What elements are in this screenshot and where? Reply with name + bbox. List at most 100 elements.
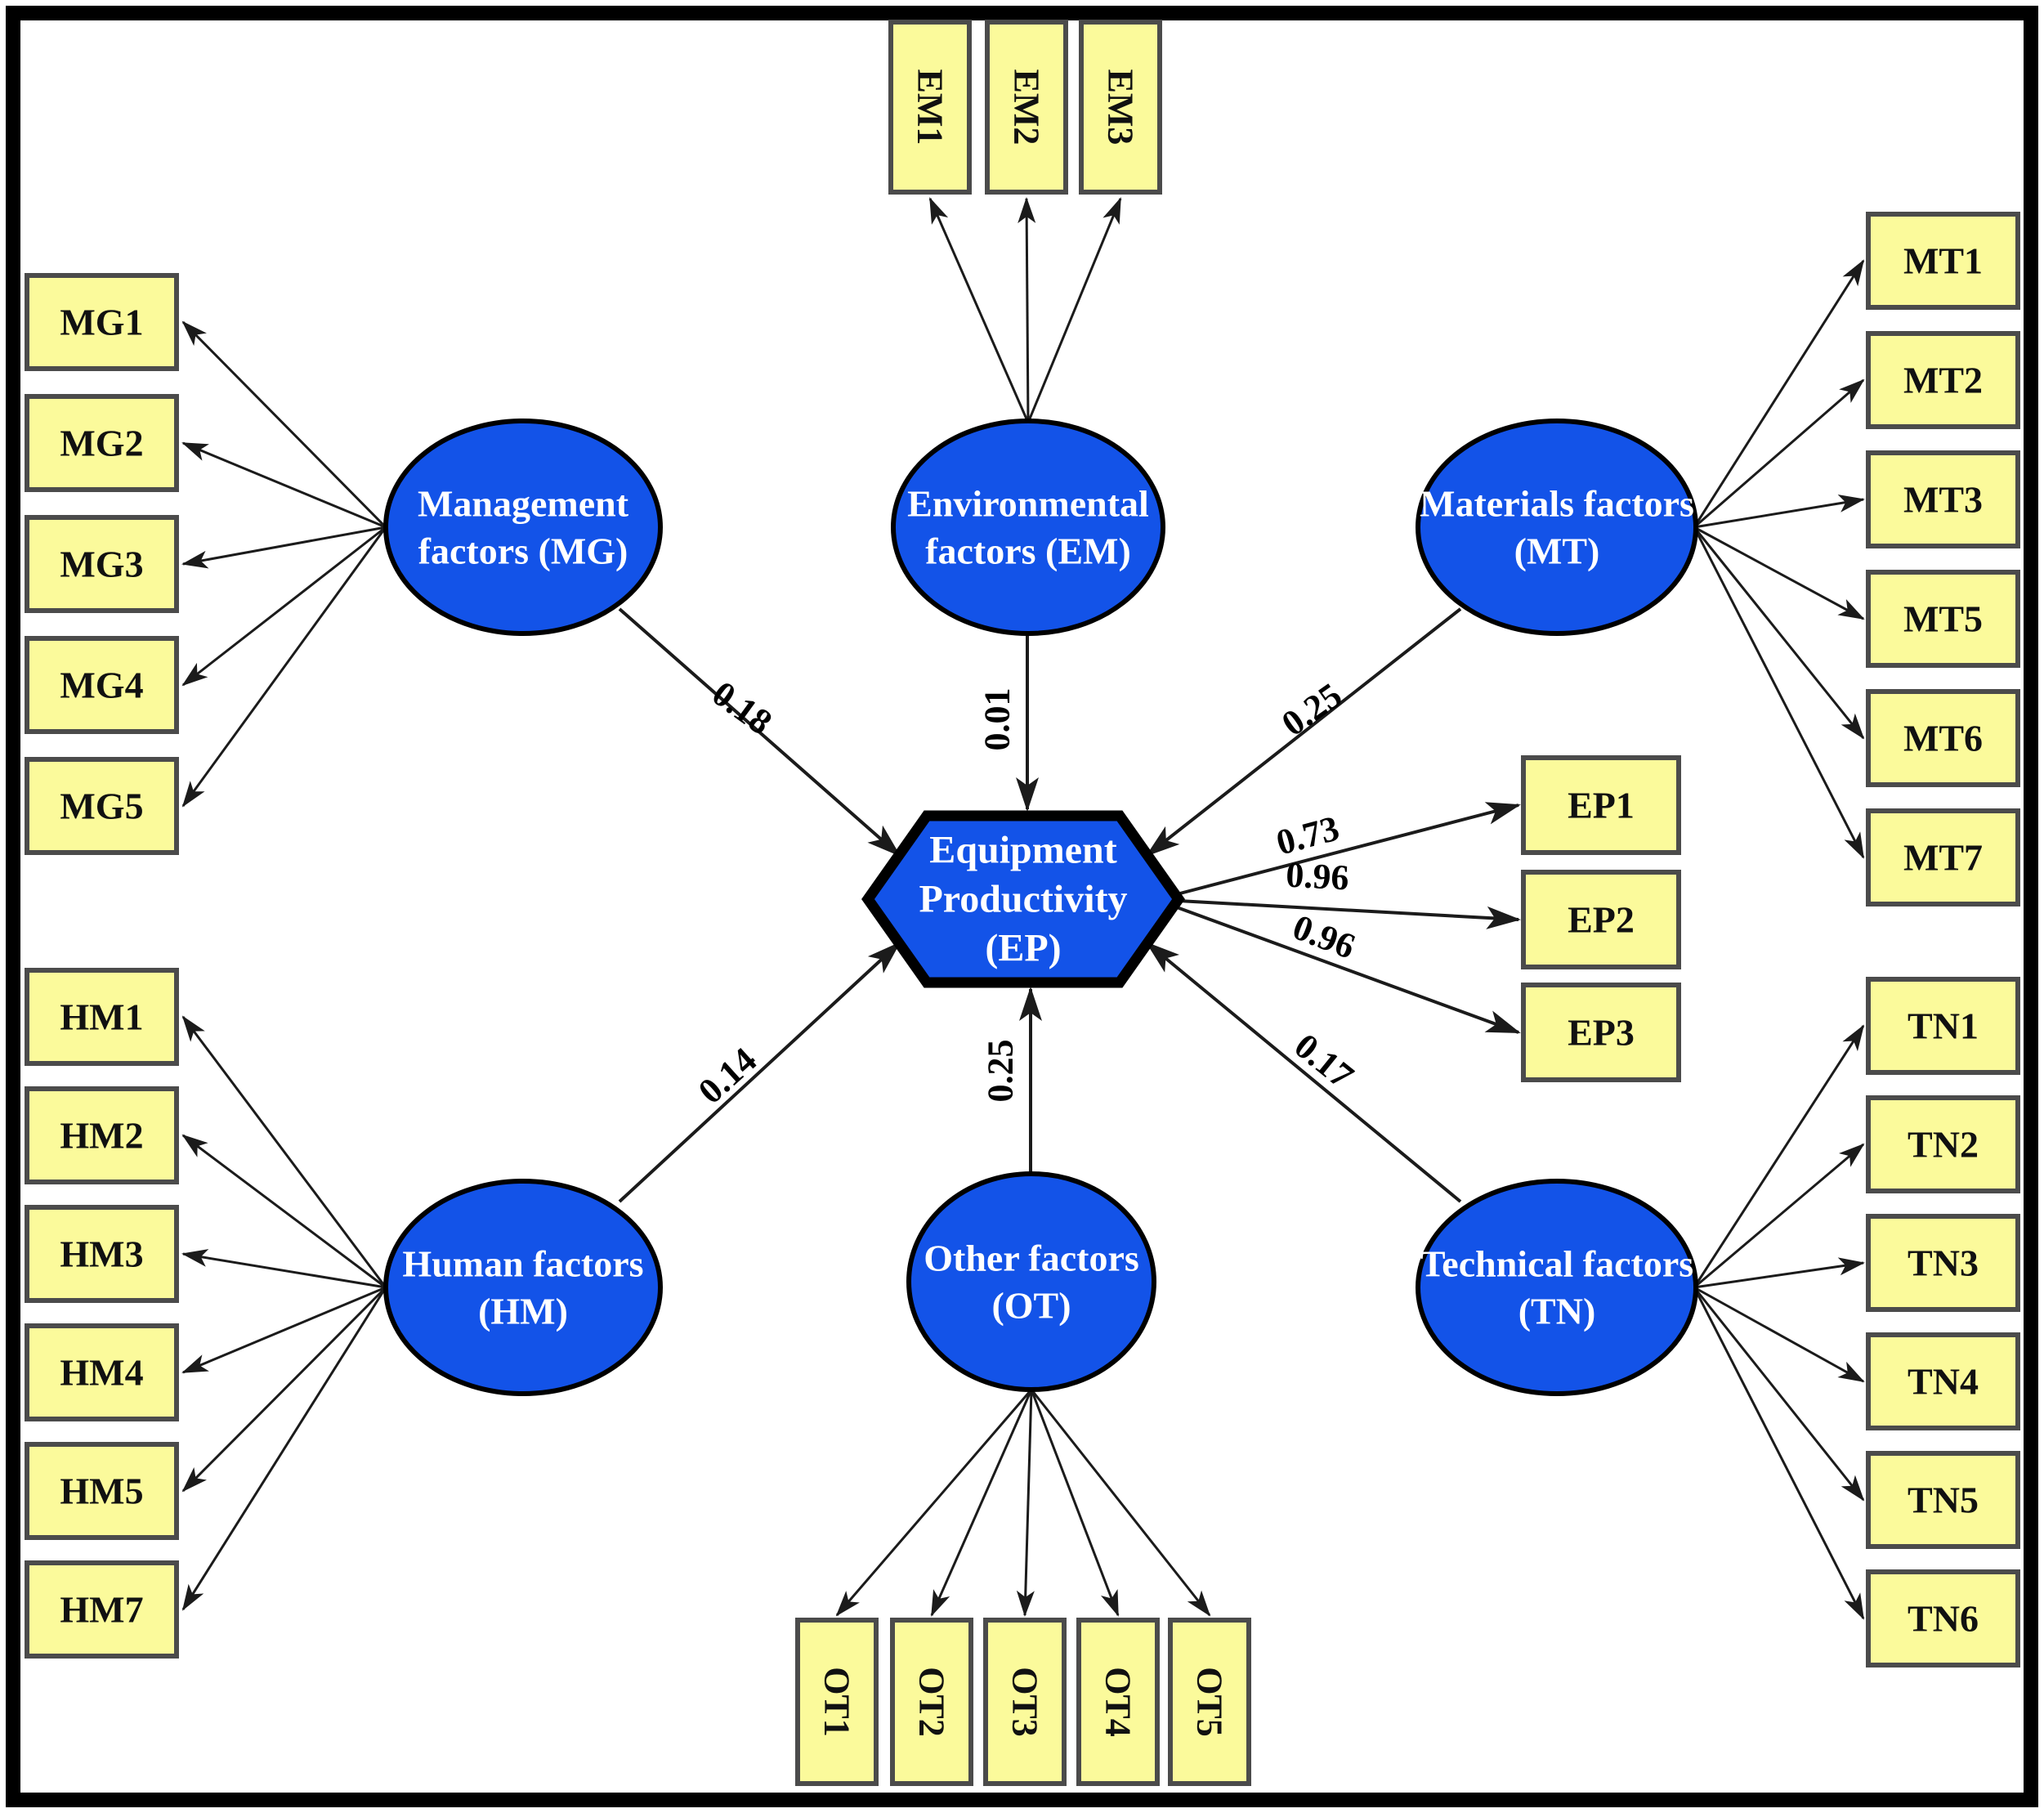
arrow-tn-to-tn1[interactable] xyxy=(1693,1024,1865,1288)
arrow-mg-to-mg2[interactable] xyxy=(181,441,387,529)
indicator-hm5[interactable]: HM5 xyxy=(25,1442,179,1540)
arrow-ot-to-ot5[interactable] xyxy=(1030,1389,1211,1617)
indicator-ot5[interactable]: OT5 xyxy=(1168,1618,1251,1786)
latent-node-hm[interactable]: Human factors(HM) xyxy=(383,1179,663,1396)
arrow-ot-to-ot2[interactable] xyxy=(930,1389,1033,1617)
indicator-mg4-box[interactable] xyxy=(25,636,179,734)
path-arrow-mg-ep[interactable] xyxy=(618,607,901,857)
indicator-hm5-box[interactable] xyxy=(25,1442,179,1540)
indicator-em3[interactable]: EM3 xyxy=(1079,20,1162,195)
indicator-mt7[interactable]: MT7 xyxy=(1866,808,2020,906)
latent-mt-ellipse[interactable] xyxy=(1416,419,1698,636)
arrow-tn-to-tn2[interactable] xyxy=(1693,1143,1865,1289)
indicator-mg4[interactable]: MG4 xyxy=(25,636,179,734)
indicator-ot1-box[interactable] xyxy=(795,1618,879,1786)
indicator-ep3-box[interactable] xyxy=(1521,983,1681,1082)
indicator-mg5-box[interactable] xyxy=(25,757,179,855)
arrow-mg-to-mg1[interactable] xyxy=(181,320,387,529)
indicator-tn2[interactable]: TN2 xyxy=(1866,1095,2020,1193)
indicator-tn1[interactable]: TN1 xyxy=(1866,977,2020,1075)
indicator-mg3[interactable]: MG3 xyxy=(25,515,179,613)
indicator-ep1-box[interactable] xyxy=(1521,755,1681,855)
arrow-tn-to-tn6[interactable] xyxy=(1693,1287,1865,1620)
indicator-em1-box[interactable] xyxy=(888,20,972,195)
indicator-tn3[interactable]: TN3 xyxy=(1866,1214,2020,1312)
arrow-em-to-em3[interactable] xyxy=(1026,197,1122,423)
indicator-mg1-box[interactable] xyxy=(25,273,179,371)
arrow-tn-to-tn3[interactable] xyxy=(1693,1257,1865,1289)
latent-hm-ellipse[interactable] xyxy=(383,1179,663,1396)
arrow-hm-to-hm4[interactable] xyxy=(181,1286,387,1374)
indicator-ep3[interactable]: EP3 xyxy=(1521,983,1681,1082)
indicator-mt2-box[interactable] xyxy=(1866,331,2020,429)
arrow-mg-to-mg4[interactable] xyxy=(181,526,387,687)
indicator-mt2[interactable]: MT2 xyxy=(1866,331,2020,429)
indicator-ot4-box[interactable] xyxy=(1076,1618,1160,1786)
indicator-mt7-box[interactable] xyxy=(1866,808,2020,906)
indicator-hm1-box[interactable] xyxy=(25,968,179,1066)
indicator-em2[interactable]: EM2 xyxy=(985,20,1068,195)
arrow-em-to-em2[interactable] xyxy=(1018,197,1036,423)
arrow-mt-to-mt5[interactable] xyxy=(1693,526,1865,620)
indicator-ot4[interactable]: OT4 xyxy=(1076,1618,1160,1786)
arrow-tn-to-tn5[interactable] xyxy=(1693,1287,1865,1502)
indicator-ot1[interactable]: OT1 xyxy=(795,1618,879,1786)
indicator-mt6-box[interactable] xyxy=(1866,689,2020,787)
arrow-mt-to-mt6[interactable] xyxy=(1693,526,1865,740)
indicator-tn5-box[interactable] xyxy=(1866,1451,2020,1549)
latent-em-ellipse[interactable] xyxy=(891,419,1165,636)
arrow-tn-to-tn4[interactable] xyxy=(1693,1286,1865,1383)
arrow-mg-to-mg3[interactable] xyxy=(181,526,387,569)
indicator-mt6[interactable]: MT6 xyxy=(1866,689,2020,787)
indicator-tn6[interactable]: TN6 xyxy=(1866,1569,2020,1668)
indicator-hm7[interactable]: HM7 xyxy=(25,1560,179,1659)
indicator-hm3-box[interactable] xyxy=(25,1205,179,1303)
arrow-ot-to-ot4[interactable] xyxy=(1030,1389,1120,1617)
arrow-hm-to-hm7[interactable] xyxy=(181,1287,387,1611)
indicator-em2-box[interactable] xyxy=(985,20,1068,195)
latent-node-mt[interactable]: Materials factors(MT) xyxy=(1416,419,1698,636)
indicator-tn4-box[interactable] xyxy=(1866,1332,2020,1430)
indicator-mt1[interactable]: MT1 xyxy=(1866,212,2020,310)
indicator-em1[interactable]: EM1 xyxy=(888,20,972,195)
indicator-hm2[interactable]: HM2 xyxy=(25,1086,179,1184)
path-arrow-hm-ep[interactable] xyxy=(618,941,901,1203)
indicator-tn1-box[interactable] xyxy=(1866,977,2020,1075)
arrow-mt-to-mt1[interactable] xyxy=(1693,259,1865,528)
indicator-ep2[interactable]: EP2 xyxy=(1521,870,1681,969)
indicator-tn4[interactable]: TN4 xyxy=(1866,1332,2020,1430)
path-arrow-ep-ep3[interactable] xyxy=(1176,906,1521,1034)
latent-tn-ellipse[interactable] xyxy=(1416,1179,1698,1396)
indicator-em3-box[interactable] xyxy=(1079,20,1162,195)
arrow-mt-to-mt7[interactable] xyxy=(1693,526,1865,859)
indicator-tn2-box[interactable] xyxy=(1866,1095,2020,1193)
arrow-ot-to-ot1[interactable] xyxy=(835,1389,1033,1617)
indicator-ot5-box[interactable] xyxy=(1168,1618,1251,1786)
latent-node-ot[interactable]: Other factors(OT) xyxy=(906,1171,1156,1392)
arrow-mt-to-mt3[interactable] xyxy=(1693,495,1865,529)
arrow-hm-to-hm1[interactable] xyxy=(181,1015,387,1288)
arrow-em-to-em1[interactable] xyxy=(928,197,1030,423)
indicator-mg5[interactable]: MG5 xyxy=(25,757,179,855)
arrow-mg-to-mg5[interactable] xyxy=(181,526,387,808)
indicator-ot3[interactable]: OT3 xyxy=(983,1618,1067,1786)
indicator-mt3-box[interactable] xyxy=(1866,450,2020,548)
indicator-hm4-box[interactable] xyxy=(25,1323,179,1421)
arrow-hm-to-hm3[interactable] xyxy=(181,1249,387,1289)
indicator-mg1[interactable]: MG1 xyxy=(25,273,179,371)
outcome-ep-hexagon[interactable] xyxy=(861,810,1185,988)
path-arrow-mt-ep[interactable] xyxy=(1145,607,1462,857)
indicator-tn6-box[interactable] xyxy=(1866,1569,2020,1668)
indicator-tn3-box[interactable] xyxy=(1866,1214,2020,1312)
indicator-mt1-box[interactable] xyxy=(1866,212,2020,310)
indicator-hm1[interactable]: HM1 xyxy=(25,968,179,1066)
indicator-ep1[interactable]: EP1 xyxy=(1521,755,1681,855)
indicator-ot3-box[interactable] xyxy=(983,1618,1067,1786)
arrow-ot-to-ot3[interactable] xyxy=(1016,1389,1035,1617)
indicator-mt5-box[interactable] xyxy=(1866,570,2020,668)
path-arrow-ep-ep1[interactable] xyxy=(1176,802,1521,896)
arrow-mt-to-mt2[interactable] xyxy=(1693,378,1865,529)
indicator-tn5[interactable]: TN5 xyxy=(1866,1451,2020,1549)
